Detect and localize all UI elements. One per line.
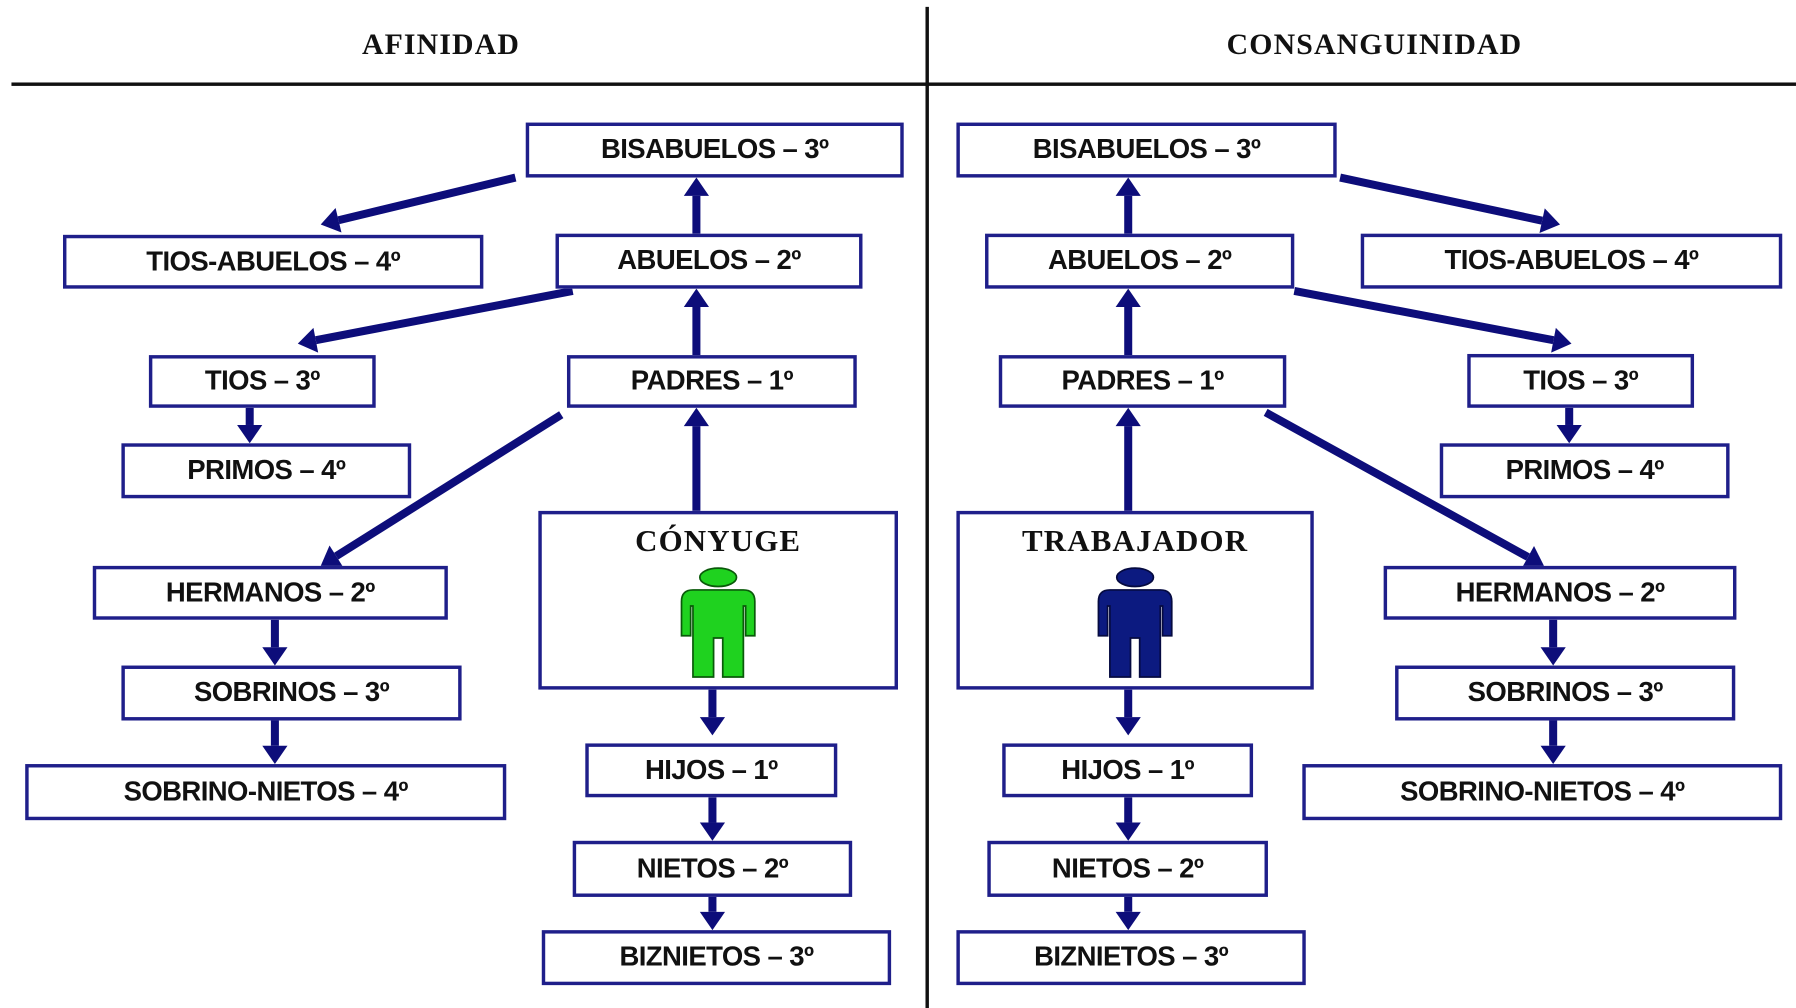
left-arrow-abuelos-tios xyxy=(297,287,574,353)
left-arrow-abuelos-bisabuelos xyxy=(683,177,710,234)
right-box-abuelos: ABUELOS – 2º xyxy=(985,233,1295,289)
right-arrow-abuelos-tios xyxy=(1293,287,1572,353)
right-box-nietos: NIETOS – 2º xyxy=(987,840,1268,897)
right-box-sobrino-nietos: SOBRINO-NIETOS – 4º xyxy=(1302,764,1783,821)
green-person-icon xyxy=(680,567,756,678)
left-arrow-tios-primos xyxy=(237,407,263,444)
right-arrow-hermanos-sobrinos xyxy=(1540,619,1566,666)
right-box-sobrinos: SOBRINOS – 3º xyxy=(1395,665,1736,721)
blue-person-icon xyxy=(1097,567,1173,678)
right-box-tios-abuelos: TIOS-ABUELOS – 4º xyxy=(1360,233,1783,289)
right-box-primos: PRIMOS – 4º xyxy=(1439,443,1730,499)
left-box-tios: TIOS – 3º xyxy=(148,355,376,408)
left-box-sobrinos: SOBRINOS – 3º xyxy=(121,665,462,721)
column-divider xyxy=(925,6,929,1008)
header-divider xyxy=(11,82,1796,86)
left-arrow-padres-abuelos xyxy=(683,288,710,356)
left-box-abuelos: ABUELOS – 2º xyxy=(555,233,863,289)
left-box-hermanos: HERMANOS – 2º xyxy=(92,565,448,620)
right-arrow-abuelos-bisabuelos xyxy=(1115,177,1141,234)
right-box-bisabuelos: BISABUELOS – 3º xyxy=(956,122,1337,178)
right-arrow-trabajador-hijos xyxy=(1115,689,1141,736)
left-box-hijos: HIJOS – 1º xyxy=(585,743,838,798)
left-arrow-conyuge-padres xyxy=(683,407,710,511)
left-arrow-conyuge-hijos xyxy=(699,689,726,736)
left-box-bisabuelos: BISABUELOS – 3º xyxy=(525,122,904,178)
left-arrow-sobrinos-sobrino-nietos xyxy=(262,720,288,765)
left-arrow-bisabuelos-tios-abuelos xyxy=(320,173,517,233)
right-arrow-sobrinos-sobrino-nietos xyxy=(1540,720,1566,765)
left-arrow-hermanos-sobrinos xyxy=(262,619,288,666)
left-arrow-hijos-nietos xyxy=(699,797,726,841)
left-box-padres: PADRES – 1º xyxy=(566,355,857,408)
left-arrow-padres-hermanos xyxy=(320,411,564,567)
right-arrow-trabajador-padres xyxy=(1115,407,1141,511)
left-box-tios-abuelos: TIOS-ABUELOS – 4º xyxy=(62,234,484,289)
right-arrow-hijos-nietos xyxy=(1115,797,1141,841)
right-box-hijos: HIJOS – 1º xyxy=(1002,743,1254,798)
left-box-biznietos: BIZNIETOS – 3º xyxy=(541,930,892,986)
right-arrow-padres-abuelos xyxy=(1115,288,1141,356)
right-arrow-nietos-biznietos xyxy=(1115,896,1141,931)
trabajador-label: TRABAJADOR xyxy=(1021,523,1249,558)
left-box-nietos: NIETOS – 2º xyxy=(572,840,853,897)
header-afinidad: AFINIDAD xyxy=(361,27,521,61)
right-arrow-padres-hermanos xyxy=(1263,408,1544,569)
left-box-conyuge: CÓNYUGE xyxy=(538,510,898,690)
right-arrow-tios-primos xyxy=(1556,407,1582,444)
header-consanguinidad: CONSANGUINIDAD xyxy=(1226,27,1523,61)
right-box-hermanos: HERMANOS – 2º xyxy=(1383,565,1737,620)
right-arrow-bisabuelos-tios-abuelos xyxy=(1339,173,1561,234)
left-box-primos: PRIMOS – 4º xyxy=(121,443,412,499)
right-box-trabajador: TRABAJADOR xyxy=(956,510,1314,690)
conyuge-label: CÓNYUGE xyxy=(635,523,802,558)
right-box-tios: TIOS – 3º xyxy=(1467,353,1695,408)
right-box-padres: PADRES – 1º xyxy=(998,355,1287,408)
left-box-sobrino-nietos: SOBRINO-NIETOS – 4º xyxy=(25,764,507,821)
left-arrow-nietos-biznietos xyxy=(699,896,726,931)
right-box-biznietos: BIZNIETOS – 3º xyxy=(956,930,1306,986)
